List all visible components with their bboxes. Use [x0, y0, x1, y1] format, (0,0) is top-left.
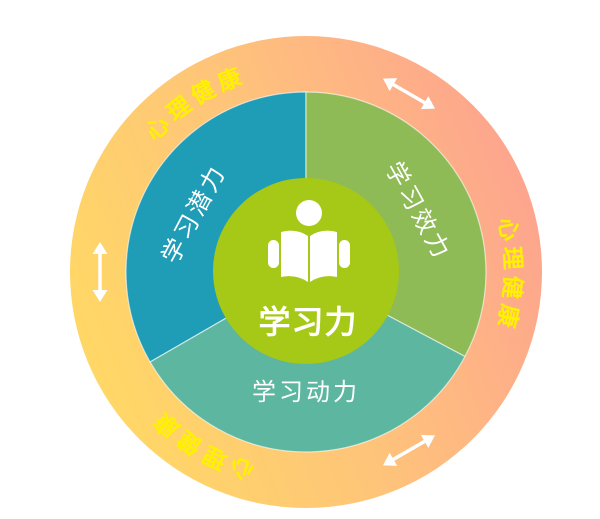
center-label: 学习力: [258, 303, 357, 341]
arrow-head-start: [383, 78, 398, 92]
double-arrow-icon: [383, 78, 435, 110]
icon-right-hand: [339, 240, 350, 268]
double-arrow-icon: [92, 242, 108, 302]
arrow-shaft: [389, 81, 429, 106]
icon-book-right-page: [310, 230, 337, 282]
arrow-head-end: [420, 96, 435, 110]
icon-book-left-page: [281, 230, 308, 282]
arrow-head-start: [92, 290, 108, 302]
arrow-head-end: [92, 242, 108, 254]
segment-label-learning-motivation: 学习动力: [252, 378, 360, 406]
arrow-head-start: [420, 434, 435, 448]
arrow-shaft: [389, 438, 429, 463]
icon-head: [296, 200, 322, 226]
double-arrow-icon: [383, 434, 435, 466]
icon-left-hand: [268, 240, 279, 268]
reading-person-icon: [268, 200, 350, 282]
ring-arrows: [92, 78, 435, 466]
arrow-head-end: [383, 452, 398, 466]
